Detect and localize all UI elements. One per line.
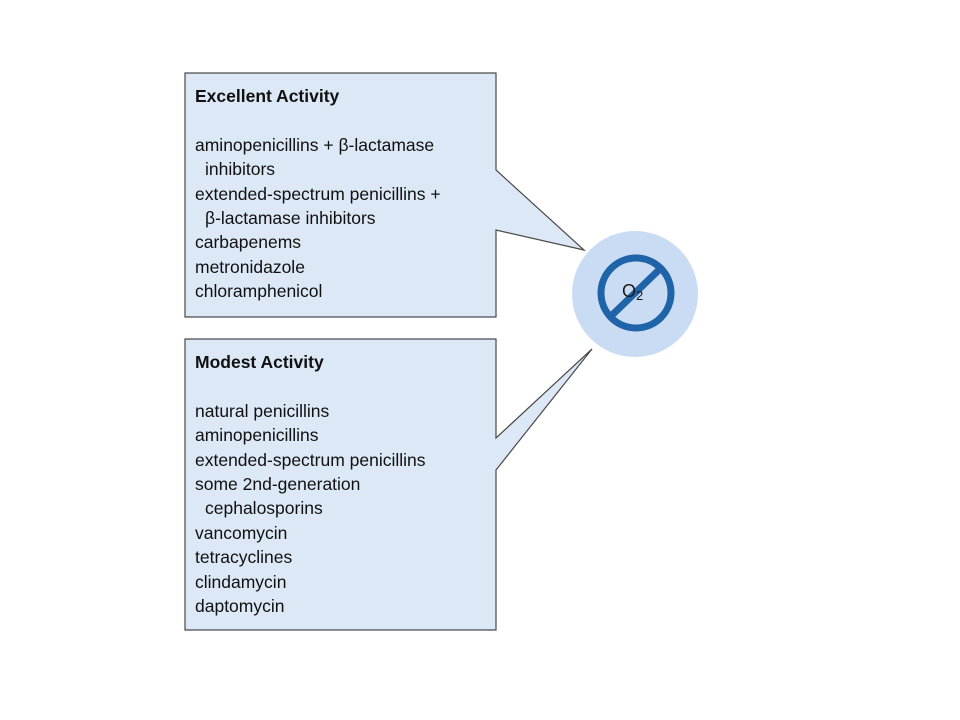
modest-item: aminopenicillins xyxy=(195,425,319,446)
excellent-activity-title: Excellent Activity xyxy=(195,86,340,106)
modest-activity-panel: Modest Activity natural penicillins amin… xyxy=(195,350,426,618)
modest-item: some 2nd-generation xyxy=(195,474,361,495)
excellent-item: chloramphenicol xyxy=(195,281,323,302)
oxygen-label: O2 xyxy=(622,281,643,303)
excellent-item: β-lactamase inhibitors xyxy=(205,208,376,229)
no-sign-slash xyxy=(605,263,666,322)
no-oxygen-icon xyxy=(572,231,698,357)
excellent-item: inhibitors xyxy=(205,159,276,180)
excellent-activity-panel: Excellent Activity aminopenicillins + β-… xyxy=(195,84,441,304)
excellent-callout-box xyxy=(184,72,587,318)
modest-item: extended-spectrum penicillins xyxy=(195,449,426,470)
oxygen-symbol: O xyxy=(622,281,637,301)
modest-item: tetracyclines xyxy=(195,547,293,568)
modest-item: cephalosporins xyxy=(205,498,323,519)
modest-item: natural penicillins xyxy=(195,400,330,421)
modest-item: vancomycin xyxy=(195,522,288,543)
oxygen-subscript: 2 xyxy=(636,288,644,303)
excellent-item: aminopenicillins + β-lactamase xyxy=(195,134,435,155)
excellent-item: carbapenems xyxy=(195,232,302,253)
modest-item: clindamycin xyxy=(195,571,287,592)
excellent-item: extended-spectrum penicillins + xyxy=(195,183,441,204)
excellent-item: metronidazole xyxy=(195,256,305,277)
no-sign-ring xyxy=(597,254,675,332)
modest-activity-title: Modest Activity xyxy=(195,352,324,372)
modest-item: daptomycin xyxy=(195,596,285,617)
modest-callout-box xyxy=(184,338,593,631)
